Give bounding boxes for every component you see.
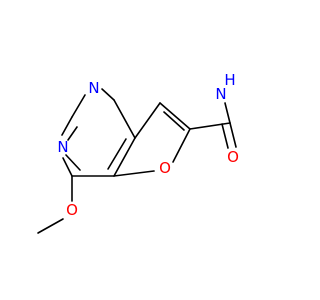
- bond-carbonyl-n: [224, 102, 231, 124]
- bond-n3-c4: [62, 157, 73, 177]
- bond-c4a-c7a: [113, 137, 136, 177]
- bond-carbonyl-o-2: [221, 123, 229, 149]
- bond-c7-c6: [159, 102, 191, 130]
- bond-n1-c2: [71, 94, 86, 118]
- atom-amide-n: N: [215, 85, 226, 103]
- methoxy-group: [37, 175, 73, 234]
- pyrimidine-ring: [61, 88, 136, 177]
- atom-methoxy-o: O: [66, 201, 78, 219]
- molecule-structure: N N O O O H N: [37, 71, 239, 234]
- bond-c7a-n1: [113, 99, 136, 139]
- bond-c7a-c7: [134, 102, 161, 139]
- atom-carbonyl-o: O: [227, 148, 239, 166]
- bond-c6-carbonyl: [189, 122, 231, 130]
- furan-ring: [113, 102, 191, 177]
- atom-furan-o: O: [159, 159, 171, 177]
- bond-c2-n3: [61, 116, 73, 136]
- bond-c4-n3-double: [65, 154, 81, 171]
- atom-amide-h: H: [224, 71, 235, 89]
- bond-n1-c7a-top: [101, 88, 115, 101]
- atom-ring-n-top: N: [88, 79, 99, 97]
- bond-c7-c6-inner: [163, 111, 185, 131]
- bond-o-c4a: [113, 170, 155, 177]
- atom-ring-n-left: N: [57, 138, 68, 156]
- bond-o-methyl: [37, 218, 64, 234]
- bond-c4a-c7a-inner: [107, 138, 127, 170]
- bond-c2-n3-inner: [67, 126, 78, 141]
- bond-carbonyl-o-1: [229, 122, 237, 148]
- bond-c6-o: [172, 128, 191, 163]
- amide-group: [189, 102, 237, 149]
